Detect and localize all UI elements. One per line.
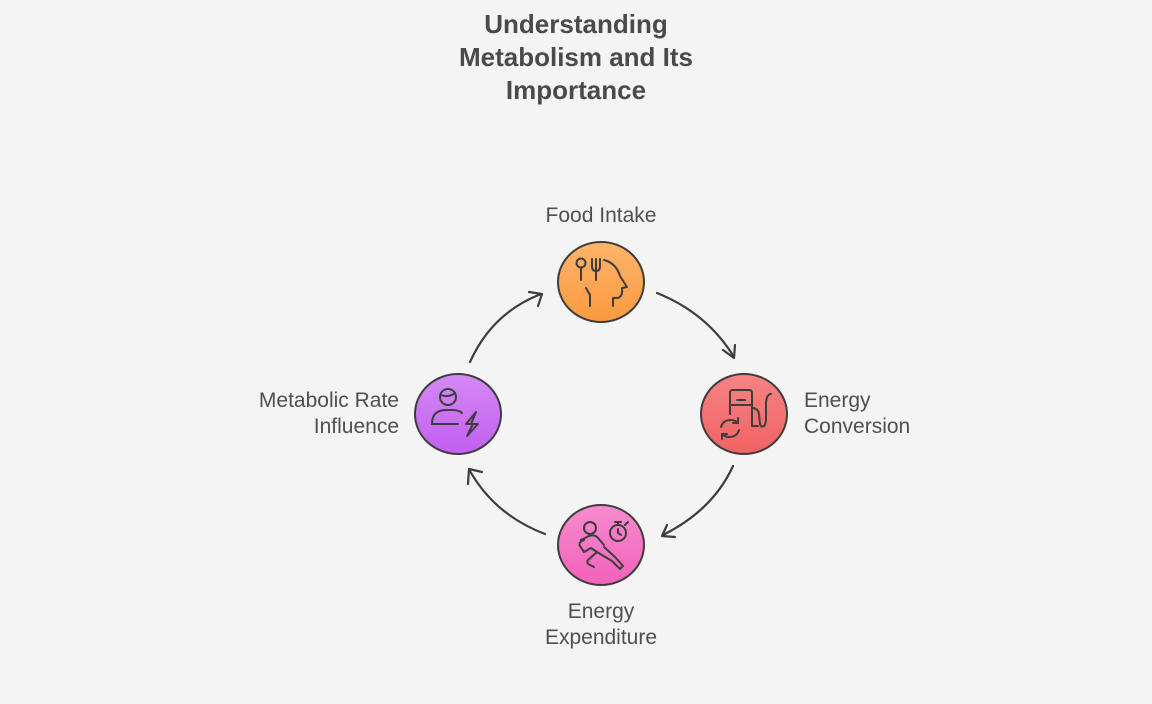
node-circle bbox=[557, 504, 645, 586]
node-metabolic-rate-influence bbox=[414, 373, 502, 455]
node-label-metabolic-rate-influence: Metabolic Rate Influence bbox=[258, 389, 399, 438]
node-label-energy-conversion: Energy Conversion bbox=[804, 389, 911, 438]
node-label-food-intake: Food Intake bbox=[545, 204, 657, 227]
diagram-title: Understanding Metabolism and Its Importa… bbox=[458, 9, 694, 105]
person-lightning-icon bbox=[431, 388, 479, 437]
arrow-expenditure-to-metabolic bbox=[466, 467, 547, 536]
arrow-conversion-to-expenditure bbox=[660, 464, 735, 539]
node-food-intake bbox=[557, 241, 645, 323]
node-circle bbox=[557, 241, 645, 323]
runner-stopwatch-icon bbox=[578, 521, 629, 570]
node-energy-conversion bbox=[700, 373, 788, 455]
node-circle bbox=[700, 373, 788, 455]
node-circle bbox=[414, 373, 502, 455]
head-with-utensils-icon bbox=[575, 257, 628, 307]
arrow-metabolic-to-food bbox=[468, 290, 544, 364]
node-energy-expenditure bbox=[557, 504, 645, 586]
fuel-pump-refresh-icon bbox=[720, 389, 772, 440]
node-label-energy-expenditure: Energy Expenditure bbox=[544, 600, 658, 649]
arrow-food-to-conversion bbox=[655, 291, 737, 360]
